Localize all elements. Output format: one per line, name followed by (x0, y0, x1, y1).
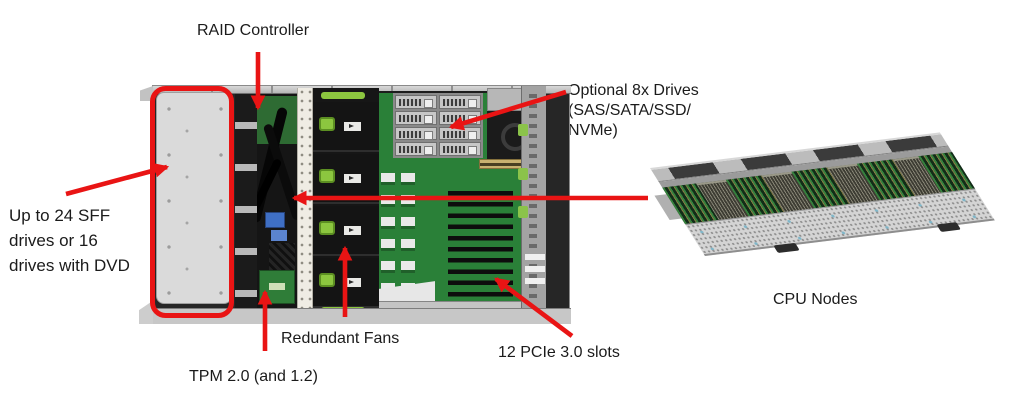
label-tpm-text: TPM 2.0 (and 1.2) (189, 368, 318, 385)
label-pcie-slots-text: 12 PCIe 3.0 slots (498, 344, 620, 361)
drive-tray (439, 110, 481, 125)
label-cpu-nodes: CPU Nodes (773, 290, 857, 310)
drive-tray (439, 126, 481, 141)
fan-clip (319, 221, 335, 235)
slot-filler (525, 254, 545, 260)
server-chassis-photo (139, 85, 571, 324)
fan-module (313, 154, 379, 204)
chassis-ear-top-left (140, 86, 153, 101)
label-optional-drives-line2: (SAS/SATA/SSD/ (568, 102, 691, 119)
label-sff-drives-line3: drives with DVD (9, 256, 130, 275)
fan-airflow-sticker (344, 226, 361, 235)
motherboard-area (379, 86, 546, 315)
optional-drive-cage (393, 93, 483, 158)
green-release-clip (518, 206, 528, 218)
drive-tray (439, 142, 481, 156)
chassis-bottom-rail (153, 308, 571, 324)
label-pcie-slots: 12 PCIe 3.0 slots (498, 343, 620, 363)
drive-tray (395, 142, 437, 156)
drive-tray (395, 126, 437, 141)
label-optional-drives-line1: Optional 8x Drives (568, 82, 699, 99)
blue-connector (265, 212, 285, 228)
label-optional-drives: Optional 8x Drives (SAS/SATA/SSD/ NVMe) (568, 81, 699, 141)
fan-clip (319, 169, 335, 183)
tray-latch-handle (936, 222, 961, 232)
label-sff-drives: Up to 24 SFF drives or 16 drives with DV… (9, 203, 130, 278)
perforated-divider (297, 88, 313, 316)
green-release-clip (518, 124, 528, 136)
label-tpm: TPM 2.0 (and 1.2) (189, 367, 318, 387)
label-cpu-nodes-text: CPU Nodes (773, 291, 858, 308)
pcie-slot-block (448, 191, 513, 301)
label-optional-drives-line3: NVMe) (568, 122, 618, 139)
slot-filler (525, 266, 545, 272)
label-sff-drives-line1: Up to 24 SFF (9, 206, 111, 225)
cpu-node-photo (650, 132, 996, 257)
fan-airflow-sticker (344, 278, 361, 287)
fan-clip (319, 273, 335, 287)
connector-column (381, 173, 395, 301)
fan-module (313, 206, 379, 256)
fan-airflow-sticker (344, 122, 361, 131)
connector-column (401, 173, 415, 301)
drive-tray (395, 110, 437, 125)
slot-filler (525, 278, 545, 284)
fan-bay (313, 88, 379, 316)
label-redundant-fans-text: Redundant Fans (281, 330, 400, 347)
label-raid-controller-text: RAID Controller (197, 22, 310, 39)
label-raid-controller: RAID Controller (197, 21, 309, 41)
chassis-right-wall (518, 86, 546, 313)
fan-airflow-sticker (344, 174, 361, 183)
fan-frame-bar (321, 92, 365, 99)
tpm-module-board (259, 270, 295, 304)
raid-controller-area (257, 94, 297, 308)
blue-connector (271, 230, 287, 241)
sff-drive-bay-panel (156, 92, 232, 304)
green-release-clip (518, 168, 528, 180)
fan-clip (319, 117, 335, 131)
tray-latch-handle (773, 242, 800, 254)
label-sff-drives-line2: drives or 16 (9, 231, 98, 250)
drive-backplane-column (235, 94, 257, 308)
drive-tray (439, 95, 481, 109)
fan-module (313, 102, 379, 152)
drive-tray (395, 95, 437, 109)
fan-module (313, 258, 379, 308)
label-redundant-fans: Redundant Fans (281, 329, 399, 349)
chassis-ear-bottom-left (139, 300, 154, 324)
